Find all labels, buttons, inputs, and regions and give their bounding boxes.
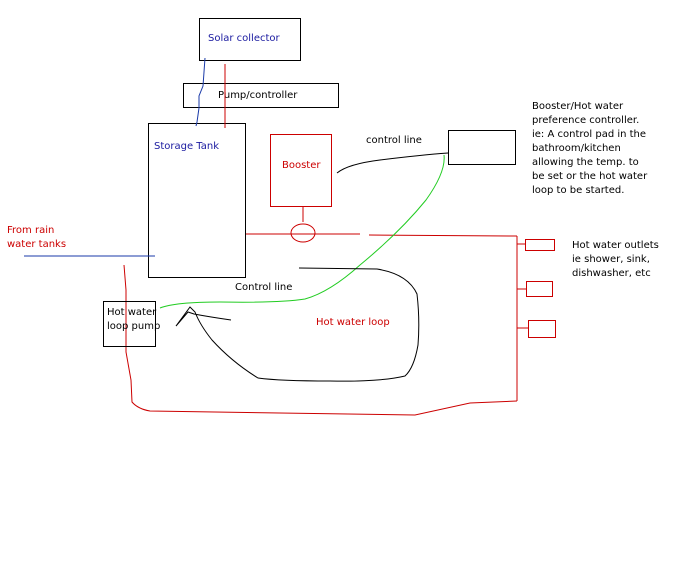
hot-water-loop-return xyxy=(123,264,518,416)
outlets-label-3: dishwasher, etc xyxy=(572,268,651,279)
outlets-label-2: ie shower, sink, xyxy=(572,254,650,265)
solar-cold-line xyxy=(195,57,206,127)
controller-note-5: allowing the temp. to xyxy=(532,157,639,168)
loop-pump-label-2: loop pump xyxy=(107,321,160,332)
from-rain-label-2: water tanks xyxy=(7,239,66,250)
control-line-top xyxy=(336,152,449,174)
outlet-box-3 xyxy=(528,320,556,338)
outlets-label-1: Hot water outlets xyxy=(572,240,659,251)
pump-control-line xyxy=(175,267,420,382)
controller-note-3: ie: A control pad in the xyxy=(532,129,646,140)
loop-pump-label-1: Hot water xyxy=(107,307,157,318)
controller-note-2: preference controller. xyxy=(532,115,639,126)
control-line-mid-label: Control line xyxy=(235,282,292,293)
booster-box xyxy=(270,134,332,207)
hot-main-line-b xyxy=(368,234,518,237)
pump-controller-label: Pump/controller xyxy=(218,90,298,101)
outlet-box-2 xyxy=(526,281,553,297)
control-line-green xyxy=(159,154,445,309)
loop-pump-box xyxy=(103,301,156,347)
booster-controller-box xyxy=(448,130,516,165)
controller-note-4: bathroom/kitchen xyxy=(532,143,621,154)
controller-note-7: loop to be started. xyxy=(532,185,624,196)
control-line-top-label: control line xyxy=(366,135,422,146)
pump-controller-box xyxy=(183,83,339,108)
from-rain-label-1: From rain xyxy=(7,225,54,236)
controller-note-1: Booster/Hot water xyxy=(532,101,624,112)
storage-tank-label: Storage Tank xyxy=(154,141,219,152)
controller-note-6: be set or the hot water xyxy=(532,171,648,182)
solar-collector-box xyxy=(199,18,301,61)
hot-water-loop-label: Hot water loop xyxy=(316,317,390,328)
booster-valve xyxy=(290,223,316,243)
solar-collector-label: Solar collector xyxy=(208,33,281,44)
outlet-box-1 xyxy=(525,239,555,251)
booster-label: Booster xyxy=(282,160,321,171)
